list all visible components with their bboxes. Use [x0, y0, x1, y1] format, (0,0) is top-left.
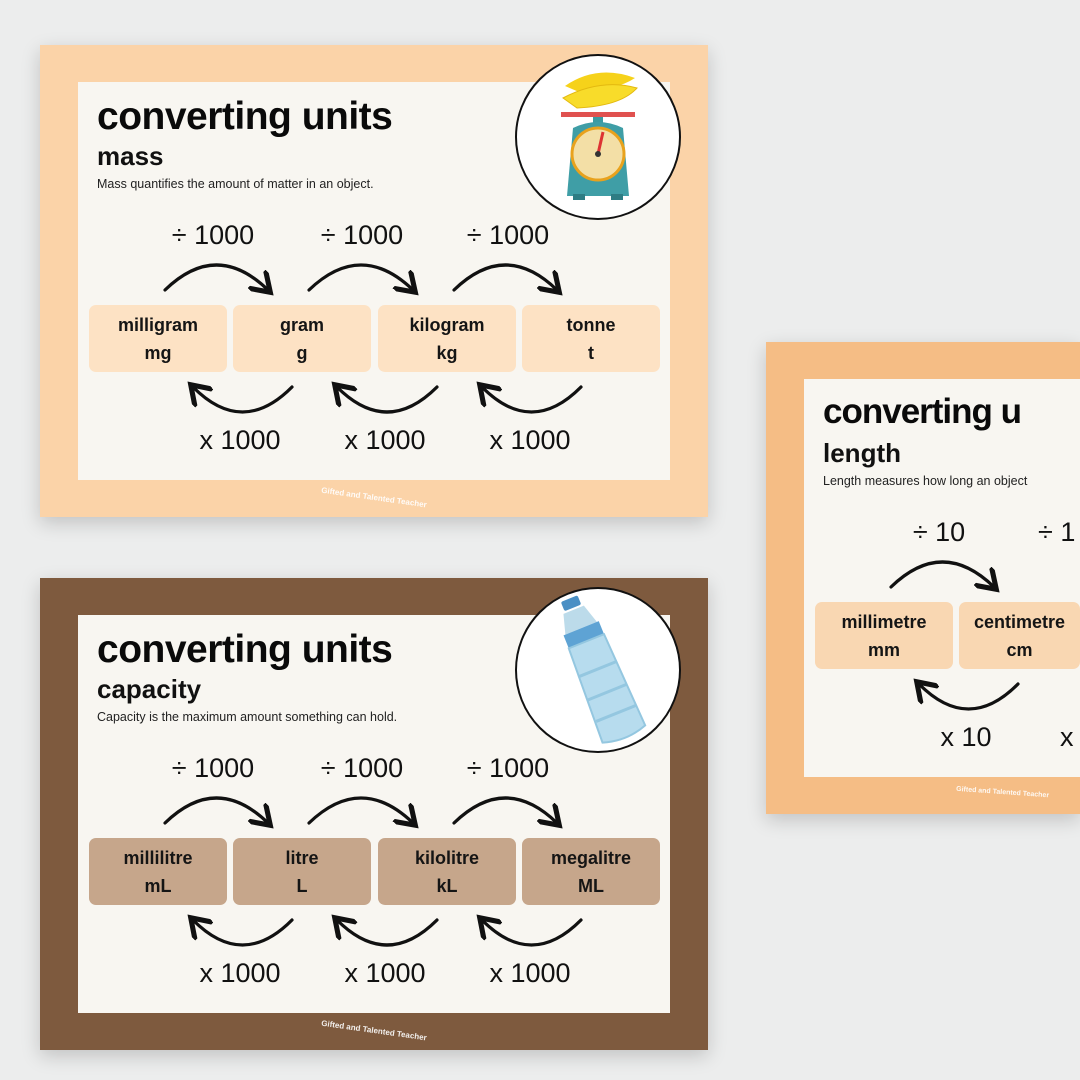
multiply-label: x 1000 [199, 425, 281, 455]
poster-capacity: converting units capacity Capacity is th… [40, 578, 708, 1050]
unit-name: centimetre [973, 611, 1066, 632]
unit-symbol: kL [436, 875, 458, 896]
divide-label: ÷ 1000 [466, 220, 550, 250]
unit-symbol: mm [867, 639, 900, 660]
kitchen-scale-with-bananas-icon [515, 54, 681, 220]
unit-box: kilolitre kL [378, 838, 516, 905]
unit-name: tonne [566, 314, 616, 335]
unit-symbol: kg [436, 342, 458, 363]
unit-symbol: mg [144, 342, 172, 363]
unit-name: millimetre [841, 611, 927, 632]
poster-description: Capacity is the maximum amount something… [97, 710, 398, 724]
watermark-logo: Gifted and Talented Teacher [955, 785, 1050, 800]
unit-box: tonne t [522, 305, 660, 372]
unit-box: kilogram kg [378, 305, 516, 372]
watermark-logo: Gifted and Talented Teacher [320, 485, 428, 510]
poster-subtitle: length [823, 438, 901, 468]
watermark-logo: Gifted and Talented Teacher [320, 1018, 428, 1043]
multiply-label: x [1060, 722, 1074, 752]
poster-description: Mass quantifies the amount of matter in … [97, 177, 374, 191]
unit-name: milligram [117, 314, 199, 335]
multiply-label: x 1000 [344, 425, 426, 455]
unit-box: milligram mg [89, 305, 227, 372]
unit-symbol: L [296, 875, 308, 896]
divide-label: ÷ 1000 [171, 753, 255, 783]
unit-box: millilitre mL [89, 838, 227, 905]
unit-symbol: g [296, 342, 308, 363]
poster-subtitle: mass [97, 141, 164, 171]
poster-subtitle: capacity [97, 674, 202, 704]
unit-symbol: t [588, 342, 594, 363]
poster-title: converting units [97, 95, 393, 138]
unit-name: gram [279, 314, 324, 335]
multiply-label: x 1000 [199, 958, 281, 988]
unit-symbol: cm [1006, 639, 1033, 660]
poster-title: converting u [823, 392, 1022, 431]
divide-label: ÷ 10 [912, 517, 966, 547]
unit-symbol: mL [144, 875, 172, 896]
poster-length: converting u length Length measures how … [766, 342, 1080, 814]
divide-label: ÷ 1 [1038, 517, 1076, 547]
water-bottle-icon [515, 587, 681, 753]
multiply-label: x 1000 [344, 958, 426, 988]
unit-box: centimetre cm [959, 602, 1080, 669]
poster-title: converting units [97, 628, 393, 671]
unit-box: millimetre mm [815, 602, 953, 669]
unit-box: megalitre ML [522, 838, 660, 905]
multiply-label: x 1000 [489, 958, 571, 988]
divide-label: ÷ 1000 [171, 220, 255, 250]
multiply-label: x 10 [940, 722, 992, 752]
unit-name: litre [285, 847, 319, 868]
unit-name: kilogram [409, 314, 485, 335]
divide-label: ÷ 1000 [320, 753, 404, 783]
unit-box: gram g [233, 305, 371, 372]
poster-mass: converting units mass Mass quantifies th… [40, 45, 708, 517]
multiply-label: x 1000 [489, 425, 571, 455]
unit-name: megalitre [550, 847, 632, 868]
unit-name: millilitre [123, 847, 193, 868]
unit-name: kilolitre [414, 847, 480, 868]
divide-label: ÷ 1000 [466, 753, 550, 783]
unit-box: litre L [233, 838, 371, 905]
divide-label: ÷ 1000 [320, 220, 404, 250]
poster-description: Length measures how long an object [823, 474, 1028, 488]
unit-symbol: ML [578, 875, 604, 896]
